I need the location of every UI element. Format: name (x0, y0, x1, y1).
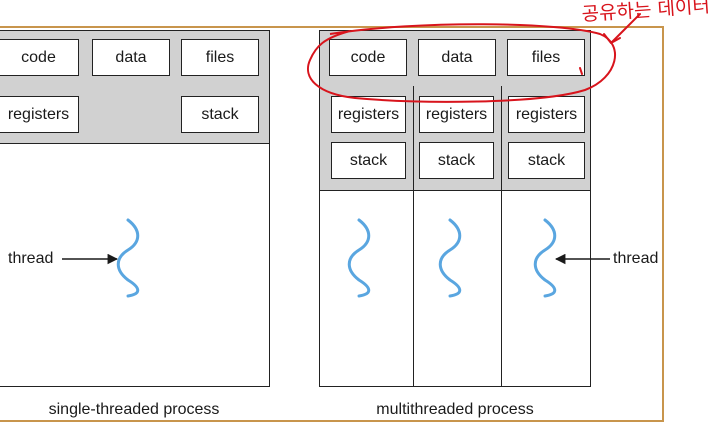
multi-stack-box-3: stack (508, 142, 585, 179)
multi-stack-label-3: stack (527, 151, 566, 169)
multi-thread-divider-2 (501, 86, 502, 387)
single-stack-box: stack (181, 96, 259, 133)
multi-code-box: code (329, 39, 407, 76)
single-registers-label: registers (7, 105, 70, 123)
multi-files-box: files (507, 39, 585, 76)
multi-band-divider (320, 190, 590, 191)
single-stack-label: stack (201, 105, 239, 123)
multi-registers-label-2: registers (425, 105, 488, 123)
annotation-ellipse (307, 23, 617, 103)
single-files-label: files (205, 48, 235, 66)
handwritten-note: 공유하는 데이터 (581, 0, 711, 26)
single-caption: single-threaded process (48, 401, 220, 418)
single-code-box: code (0, 39, 79, 76)
multi-thread-label: thread (613, 250, 659, 267)
single-band-divider (0, 143, 269, 144)
single-code-label: code (21, 48, 56, 66)
annotation-dot (579, 67, 583, 75)
annotation-arrow-head (603, 33, 621, 44)
multi-thread-divider-1 (413, 86, 414, 387)
multi-data-box: data (418, 39, 496, 76)
single-thread-wave (116, 218, 140, 298)
single-data-label: data (115, 48, 147, 66)
multi-thread-wave-3 (533, 218, 557, 298)
single-data-box: data (92, 39, 170, 76)
single-registers-box: registers (0, 96, 79, 133)
multi-registers-label-3: registers (515, 105, 578, 123)
multi-caption: multithreaded process (376, 401, 534, 418)
multi-code-label: code (350, 48, 386, 66)
multi-stack-label-1: stack (349, 151, 388, 169)
multi-stack-box-2: stack (419, 142, 494, 179)
multi-stack-label-2: stack (437, 151, 476, 169)
multi-stack-box-1: stack (331, 142, 406, 179)
multi-registers-label-1: registers (337, 105, 400, 123)
single-files-box: files (181, 39, 259, 76)
annotation-arrow (611, 13, 641, 43)
single-thread-label: thread (8, 250, 54, 267)
multi-thread-wave-1 (347, 218, 371, 298)
multi-data-label: data (441, 48, 473, 66)
multi-registers-box-3: registers (508, 96, 585, 133)
multi-files-label: files (531, 48, 561, 66)
multi-registers-box-1: registers (331, 96, 406, 133)
multi-thread-wave-2 (438, 218, 462, 298)
